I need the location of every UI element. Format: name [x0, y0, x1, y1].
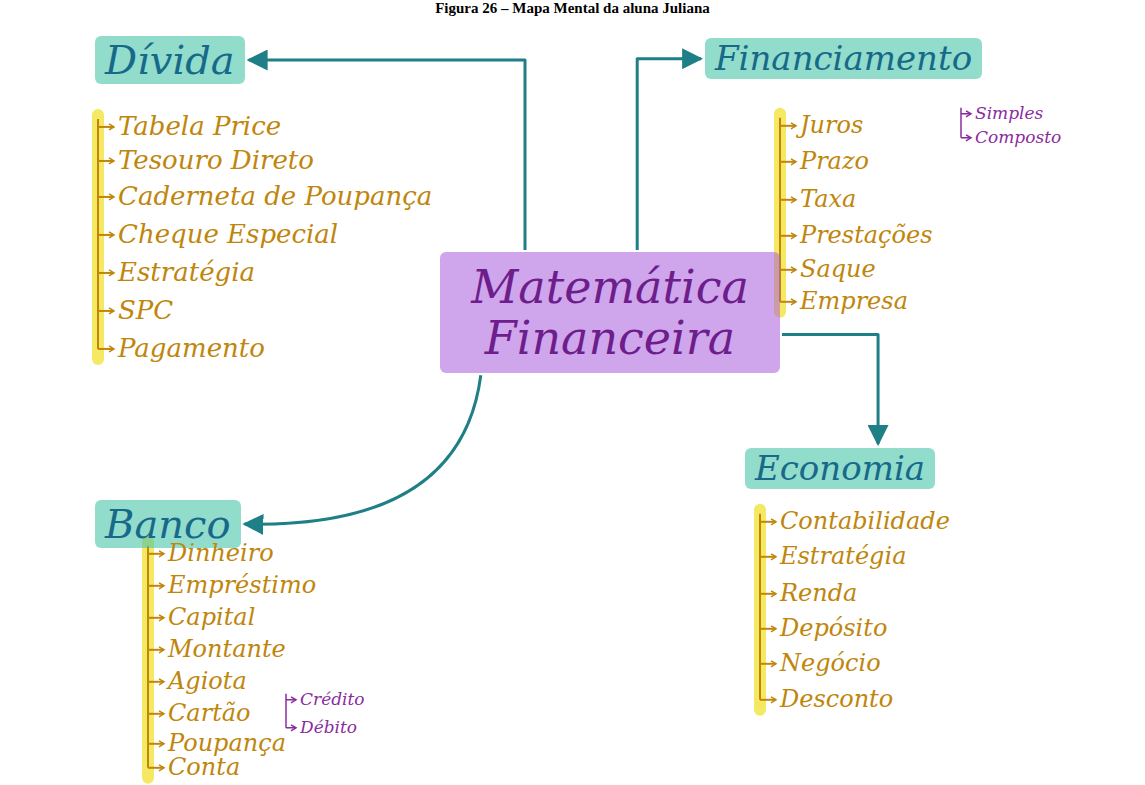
tick-arrow — [966, 111, 971, 117]
tick-arrow — [109, 158, 114, 164]
tick-arrow — [159, 551, 164, 557]
list-item: Agiota — [168, 668, 247, 696]
bracket-highlight — [142, 542, 154, 778]
tick-arrow — [159, 741, 164, 747]
list-item: Taxa — [800, 186, 856, 214]
tick-arrow — [771, 591, 776, 597]
bracket-highlight — [754, 510, 766, 710]
list-item: Montante — [168, 636, 286, 664]
tick-arrow — [791, 197, 796, 203]
list-item: Estratégia — [118, 258, 255, 288]
list-item: Contabilidade — [780, 508, 950, 536]
tick-arrow — [966, 135, 971, 141]
list-item: Cartão — [168, 700, 251, 728]
tick-arrow — [159, 679, 164, 685]
list-item: Empresa — [800, 288, 908, 316]
bracket-line — [960, 108, 962, 138]
branch-connector — [245, 375, 481, 524]
tick-arrow — [791, 159, 796, 165]
list-item: Negócio — [780, 650, 881, 678]
list-item: Capital — [168, 604, 255, 632]
branch-connector — [637, 59, 701, 250]
tick-arrow — [291, 697, 296, 703]
tick-arrow — [771, 661, 776, 667]
tick-arrow — [159, 765, 164, 771]
tick-arrow — [791, 267, 796, 273]
list-item: Débito — [300, 718, 357, 738]
topic-text: Financiamento — [715, 40, 972, 77]
list-item: Saque — [800, 256, 876, 284]
bracket-line — [285, 694, 287, 728]
tick-arrow — [109, 270, 114, 276]
list-item: SPC — [118, 296, 173, 326]
list-item: Composto — [975, 128, 1061, 148]
tick-arrow — [159, 583, 164, 589]
list-item: Juros — [800, 112, 863, 140]
tick-arrow — [159, 647, 164, 653]
list-item: Conta — [168, 754, 240, 782]
list-item: Cheque Especial — [118, 220, 338, 250]
central-topic: Matemática Financeira — [440, 252, 780, 373]
topic-text: Dívida — [105, 38, 235, 82]
list-item: Empréstimo — [168, 572, 316, 600]
list-item: Tesouro Direto — [118, 146, 314, 176]
branch-topic: Economia — [745, 448, 935, 489]
list-item: Prestações — [800, 222, 933, 250]
tick-arrow — [291, 725, 296, 731]
bracket-highlight — [92, 115, 104, 359]
list-item: Simples — [975, 104, 1043, 124]
branch-topic: Dívida — [95, 36, 245, 84]
list-item: Caderneta de Poupança — [118, 182, 432, 212]
tick-arrow — [109, 232, 114, 238]
tick-arrow — [109, 308, 114, 314]
tick-arrow — [791, 123, 796, 129]
tick-arrow — [109, 346, 114, 352]
branch-topic: Financiamento — [705, 38, 982, 79]
list-item: Prazo — [800, 148, 869, 176]
list-item: Desconto — [780, 686, 893, 714]
tick-arrow — [771, 554, 776, 560]
list-item: Estratégia — [780, 543, 906, 571]
bracket-line — [147, 546, 149, 768]
list-item: Depósito — [780, 615, 887, 643]
tick-arrow — [771, 519, 776, 525]
list-item: Dinheiro — [168, 540, 274, 568]
list-item: Pagamento — [118, 334, 265, 364]
branch-connector — [782, 334, 878, 444]
tick-arrow — [791, 299, 796, 305]
tick-arrow — [159, 615, 164, 621]
list-item: Crédito — [300, 690, 365, 710]
list-item: Renda — [780, 580, 857, 608]
topic-text: Matemática Financeira — [454, 262, 766, 363]
list-item: Tabela Price — [118, 112, 281, 142]
tick-arrow — [771, 697, 776, 703]
figure-title: Figura 26 – Mapa Mental da aluna Juliana — [0, 0, 1145, 17]
topic-text: Economia — [755, 450, 925, 487]
tick-arrow — [109, 124, 114, 130]
tick-arrow — [159, 711, 164, 717]
bracket-line — [759, 514, 761, 700]
tick-arrow — [791, 233, 796, 239]
tick-arrow — [771, 626, 776, 632]
tick-arrow — [109, 194, 114, 200]
